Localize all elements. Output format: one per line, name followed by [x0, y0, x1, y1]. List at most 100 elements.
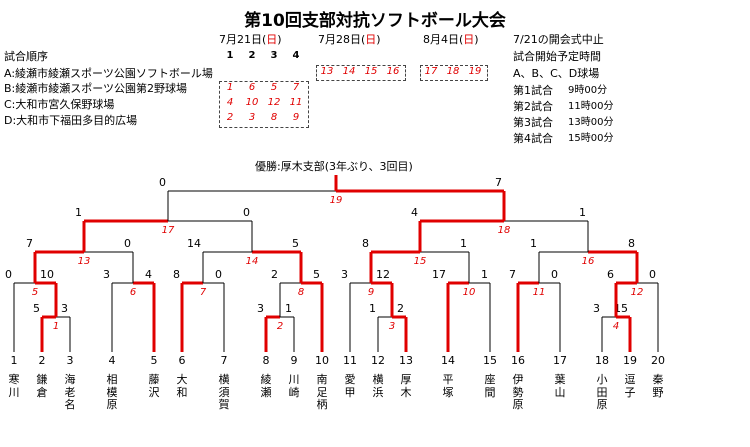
game-number: 3 — [248, 112, 256, 123]
team-number: 17 — [553, 354, 567, 367]
match-score: 1 — [579, 206, 586, 219]
winner-text: 優勝:厚木支部(3年ぶり、3回目) — [255, 160, 413, 173]
game-number: 8 — [270, 112, 278, 123]
schedule-time: 15時00分 — [568, 133, 614, 144]
team-name: 綾瀬 — [260, 373, 272, 399]
team-name: 平塚 — [442, 373, 454, 399]
match-score: 0 — [649, 268, 656, 281]
game-number: 10 — [245, 97, 259, 108]
game-number-label: 17 — [162, 225, 175, 236]
match-score: 2 — [397, 302, 404, 315]
schedule-time: 9時00分 — [568, 85, 608, 96]
team-name: 愛甲 — [344, 373, 356, 399]
team-number: 20 — [651, 354, 665, 367]
team-name: 横浜 — [372, 373, 384, 399]
team-number: 1 — [11, 354, 18, 367]
date-header-2: 7月28日(日) — [318, 33, 381, 46]
schedule-time: 11時00分 — [568, 101, 614, 112]
team-name: 大和 — [176, 373, 188, 399]
team-name: 鎌倉 — [36, 373, 48, 399]
match-score: 0 — [551, 268, 558, 281]
match-score: 5 — [313, 268, 320, 281]
match-score: 8 — [628, 237, 635, 250]
match-score: 1 — [460, 237, 467, 250]
game-number: 5 — [270, 82, 278, 93]
match-score: 0 — [124, 237, 131, 250]
match-score: 3 — [341, 268, 348, 281]
schedule-label: 第1試合 — [513, 84, 553, 97]
game-number: 15 — [364, 66, 378, 77]
team-number: 4 — [109, 354, 116, 367]
game-number-label: 6 — [130, 287, 136, 298]
match-score: 8 — [362, 237, 369, 250]
schedule-grid-0804 — [420, 65, 488, 81]
date-header-1: 7月21日(日) — [219, 33, 282, 46]
team-name: 座間 — [484, 373, 496, 399]
game-number-label: 16 — [582, 256, 595, 267]
team-number: 5 — [151, 354, 158, 367]
grid-header: 1 — [226, 50, 234, 61]
team-name: 相模原 — [106, 373, 118, 411]
game-number-label: 11 — [533, 287, 546, 298]
team-number: 9 — [291, 354, 298, 367]
team-name: 藤沢 — [148, 373, 160, 399]
team-number: 18 — [595, 354, 609, 367]
match-score: 1 — [369, 302, 376, 315]
team-number: 10 — [315, 354, 329, 367]
match-score: 1 — [285, 302, 292, 315]
match-score: 3 — [593, 302, 600, 315]
game-number-label: 14 — [246, 256, 259, 267]
team-number: 12 — [371, 354, 385, 367]
team-name: 逗子 — [624, 373, 636, 399]
team-name: 南足柄 — [316, 373, 328, 411]
match-score: 12 — [376, 268, 390, 281]
team-number: 8 — [263, 354, 270, 367]
game-number: 16 — [386, 66, 400, 77]
team-name: 寒川 — [8, 373, 20, 399]
team-number: 19 — [623, 354, 637, 367]
match-score: 7 — [509, 268, 516, 281]
game-number: 11 — [289, 97, 303, 108]
schedule-label: 第4試合 — [513, 132, 553, 145]
game-number-label: 10 — [463, 287, 476, 298]
game-number-label: 2 — [277, 321, 283, 332]
match-score: 1 — [530, 237, 537, 250]
game-number-label: 3 — [389, 321, 395, 332]
match-score: 7 — [26, 237, 33, 250]
match-score: 8 — [173, 268, 180, 281]
match-score: 1 — [75, 206, 82, 219]
game-number: 19 — [468, 66, 482, 77]
game-number: 13 — [320, 66, 334, 77]
team-number: 15 — [483, 354, 497, 367]
match-score: 2 — [271, 268, 278, 281]
note-start-times: 試合開始予定時間 — [513, 50, 601, 63]
schedule-label: 第3試合 — [513, 116, 553, 129]
match-score: 3 — [103, 268, 110, 281]
match-score: 6 — [607, 268, 614, 281]
match-score: 1 — [481, 268, 488, 281]
match-score: 17 — [432, 268, 446, 281]
schedule-grid-0728 — [316, 65, 406, 81]
game-number-label: 9 — [368, 287, 374, 298]
schedule-label: 第2試合 — [513, 100, 553, 113]
match-score: 3 — [61, 302, 68, 315]
schedule-time: 13時00分 — [568, 117, 614, 128]
match-score: 4 — [145, 268, 152, 281]
date-header-3: 8月4日(日) — [423, 33, 479, 46]
team-number: 7 — [221, 354, 228, 367]
venue-a: A:綾瀬市綾瀬スポーツ公園ソフトボール場 — [4, 67, 213, 80]
team-name: 横須賀 — [218, 373, 230, 411]
team-number: 13 — [399, 354, 413, 367]
team-name: 厚木 — [400, 373, 412, 399]
match-score: 3 — [257, 302, 264, 315]
match-score: 7 — [495, 176, 502, 189]
order-title: 試合順序 — [4, 50, 48, 63]
game-number-label: 18 — [498, 225, 511, 236]
match-score: 0 — [5, 268, 12, 281]
match-score: 5 — [292, 237, 299, 250]
team-number: 6 — [179, 354, 186, 367]
game-number-label: 7 — [200, 287, 207, 298]
game-number-label: 12 — [631, 287, 644, 298]
game-number: 18 — [446, 66, 460, 77]
game-number: 4 — [226, 97, 234, 108]
